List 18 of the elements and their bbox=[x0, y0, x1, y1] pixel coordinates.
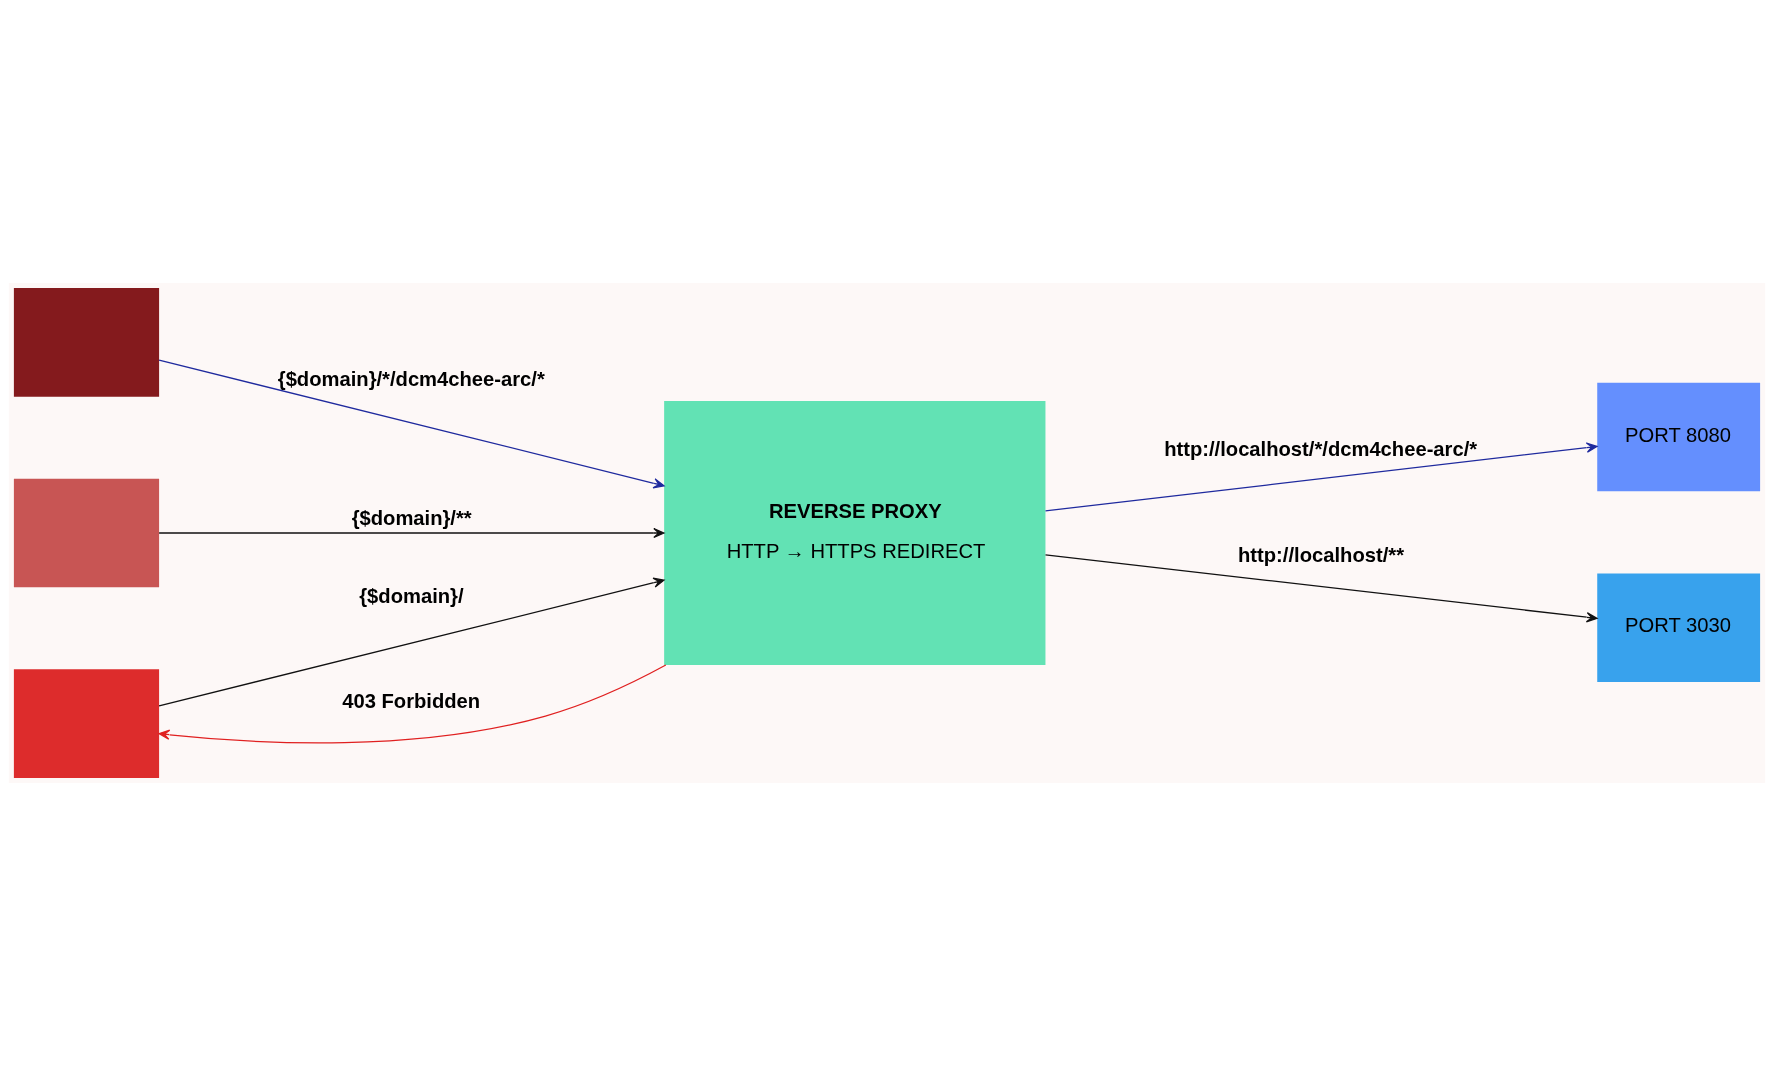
edge-label: {$domain}/** bbox=[351, 507, 472, 530]
edge-label: {$domain}/ bbox=[359, 585, 464, 608]
arrow bbox=[158, 527, 665, 539]
edge-label: http://localhost/*/dcm4chee-arc/* bbox=[1164, 437, 1478, 460]
node-box: PORT 8080 bbox=[1597, 382, 1761, 492]
node-box bbox=[13, 288, 160, 397]
node-box: REVERSE PROXY HTTP → HTTPS REDIRECT bbox=[664, 401, 1046, 665]
node-box bbox=[13, 669, 160, 778]
node-box: PORT 3030 bbox=[1597, 573, 1761, 682]
arrow bbox=[158, 664, 667, 744]
edge-label: http://localhost/** bbox=[1238, 543, 1405, 566]
arrow bbox=[1044, 442, 1598, 512]
edge-label: 403 Forbidden bbox=[342, 690, 481, 713]
arrow bbox=[158, 577, 665, 707]
node-box bbox=[13, 478, 160, 588]
edge-label: {$domain}/*/dcm4chee-arc/* bbox=[277, 368, 545, 391]
arrow bbox=[158, 359, 665, 489]
arrow bbox=[1044, 554, 1598, 623]
